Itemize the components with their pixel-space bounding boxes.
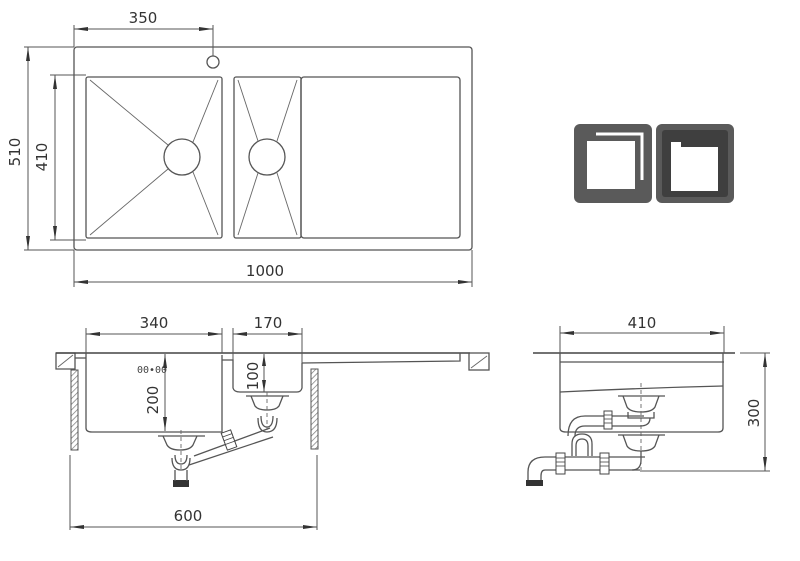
front-section-view: 00•00 340 170 200 — [55, 314, 490, 530]
top-view: 350 510 410 1000 — [6, 9, 473, 287]
small-bowl-drain — [248, 138, 286, 176]
dim-label-510: 510 — [6, 138, 24, 167]
side-section-view: 410 300 — [526, 314, 770, 486]
pipe-nut-side-left — [555, 452, 566, 475]
cabinet-wall-left — [70, 369, 79, 451]
dim-label-410-top: 410 — [33, 143, 51, 172]
dim-label-340: 340 — [140, 314, 169, 332]
dim-label-1000: 1000 — [246, 262, 284, 280]
dimension-1000: 1000 — [73, 250, 473, 287]
dim-label-300: 300 — [745, 399, 763, 428]
sink-outline — [73, 46, 473, 251]
dimension-340: 340 — [85, 314, 223, 353]
tap-hole — [206, 55, 220, 69]
mounting-swatches — [574, 124, 734, 203]
dim-label-100: 100 — [244, 362, 262, 391]
pipe-nut-side-upper — [603, 410, 613, 430]
dim-label-170: 170 — [254, 314, 283, 332]
overflow-label: 00•00 — [137, 365, 167, 376]
dimension-600: 600 — [69, 455, 318, 530]
dim-label-350: 350 — [129, 9, 158, 27]
dimension-170: 170 — [232, 314, 303, 363]
small-bowl-drain-assembly — [246, 392, 289, 433]
inset-mount-icon — [574, 124, 652, 203]
undermount-icon — [656, 124, 734, 203]
dim-label-200: 200 — [144, 386, 162, 415]
dimension-200: 200 — [144, 354, 167, 431]
dim-label-600: 600 — [174, 507, 203, 525]
large-bowl-drain-assembly — [158, 430, 205, 487]
dimension-300: 300 — [640, 352, 770, 472]
large-bowl-drain — [163, 138, 201, 176]
dimension-410-side: 410 — [559, 314, 725, 353]
cabinet-wall-right — [310, 368, 319, 450]
large-bowl — [85, 76, 223, 239]
small-bowl — [233, 76, 302, 239]
dimension-350: 350 — [73, 9, 214, 56]
dimension-410-top: 410 — [33, 74, 86, 241]
dim-label-410-side: 410 — [628, 314, 657, 332]
pipe-nut-front — [220, 429, 238, 451]
drainboard — [300, 76, 461, 239]
dimension-510: 510 — [6, 46, 74, 251]
pipe-nut-side-right — [599, 452, 610, 475]
dimension-100: 100 — [244, 354, 266, 392]
